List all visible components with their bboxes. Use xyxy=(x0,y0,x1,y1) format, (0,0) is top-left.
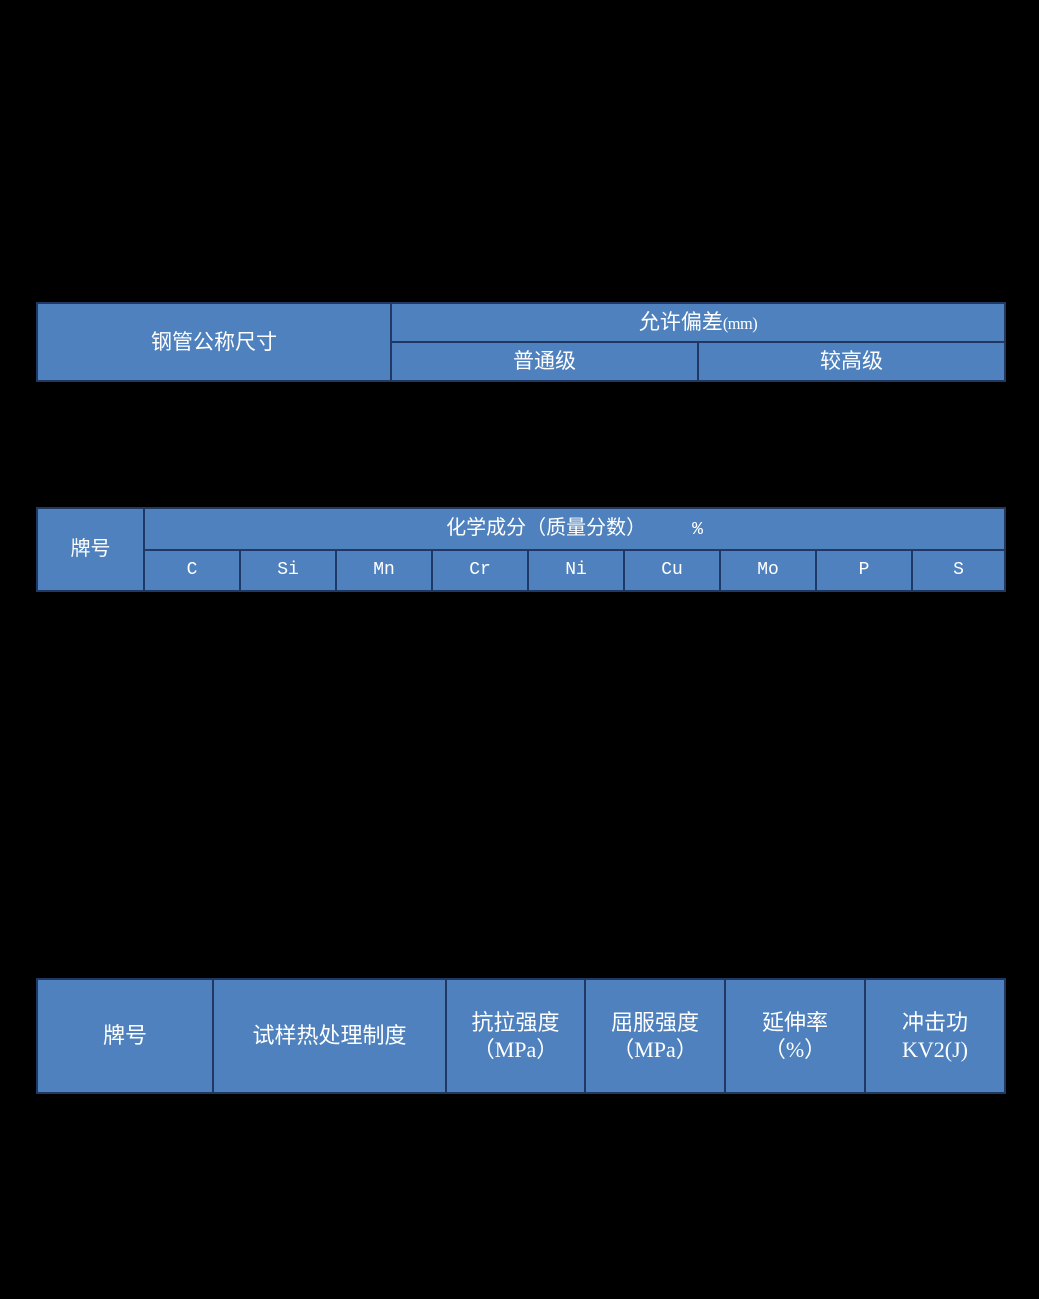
header-yield-strength: 屈服强度 （MPa） xyxy=(584,978,726,1094)
header-element-si: Si xyxy=(239,548,337,592)
header-tensile-strength: 抗拉强度 （MPa） xyxy=(445,978,586,1094)
header-impact-energy: 冲击功 KV2(J) xyxy=(864,978,1006,1094)
header-element-cr: Cr xyxy=(431,548,529,592)
header-impact-energy-unit: KV2(J) xyxy=(902,1037,968,1062)
header-element-mn: Mn xyxy=(335,548,433,592)
table-row: 牌号 试样热处理制度 抗拉强度 （MPa） 屈服强度 （MPa） 延伸率 （%）… xyxy=(36,978,1006,1094)
table-row: 普通级 较高级 xyxy=(37,341,1007,382)
header-nominal-size: 钢管公称尺寸 xyxy=(36,302,392,382)
header-allowable-deviation-label: 允许偏差 xyxy=(638,310,723,335)
header-grade-higher: 较高级 xyxy=(696,341,1007,382)
header-element-cu: Cu xyxy=(623,548,721,592)
header-grade-ordinary: 普通级 xyxy=(390,341,699,382)
table-row: 钢管公称尺寸 允许偏差(mm) xyxy=(36,302,1007,382)
table-row: C Si Mn Cr Ni Cu Mo P S xyxy=(37,548,1007,592)
header-allowable-deviation-unit: (mm) xyxy=(722,314,758,334)
header-elongation-unit: （%） xyxy=(763,1037,827,1062)
nominal-size-table: 钢管公称尺寸 允许偏差(mm) 普通级 较高级 xyxy=(36,302,1007,382)
header-brand: 牌号 xyxy=(36,978,214,1094)
header-element-mo: Mo xyxy=(719,548,817,592)
header-chemical-composition-unit: % xyxy=(692,520,703,540)
header-chemical-composition-label: 化学成分（质量分数） xyxy=(446,517,647,539)
header-chemical-composition-group: 化学成分（质量分数）% xyxy=(142,507,1007,551)
mechanical-properties-table: 牌号 试样热处理制度 抗拉强度 （MPa） 屈服强度 （MPa） 延伸率 （%）… xyxy=(36,978,1006,1094)
header-heat-treatment: 试样热处理制度 xyxy=(212,978,447,1094)
header-yield-strength-unit: （MPa） xyxy=(612,1037,698,1062)
header-element-c: C xyxy=(143,548,241,592)
header-allowable-deviation: 允许偏差(mm) xyxy=(389,302,1007,343)
header-element-p: P xyxy=(815,548,913,592)
header-element-ni: Ni xyxy=(527,548,625,592)
table-row: 牌号 化学成分（质量分数）% xyxy=(36,507,1007,592)
header-tensile-strength-unit: （MPa） xyxy=(472,1037,559,1062)
chemical-composition-table: 牌号 化学成分（质量分数）% C Si Mn Cr Ni Cu Mo P S xyxy=(36,507,1007,592)
header-elongation: 延伸率 （%） xyxy=(724,978,866,1094)
header-element-s: S xyxy=(910,548,1007,592)
header-tensile-strength-label: 抗拉强度 xyxy=(471,1009,560,1035)
header-impact-energy-label: 冲击功 xyxy=(901,1009,968,1035)
header-brand: 牌号 xyxy=(36,507,145,592)
header-yield-strength-label: 屈服强度 xyxy=(610,1009,699,1035)
header-elongation-label: 延伸率 xyxy=(761,1009,828,1035)
